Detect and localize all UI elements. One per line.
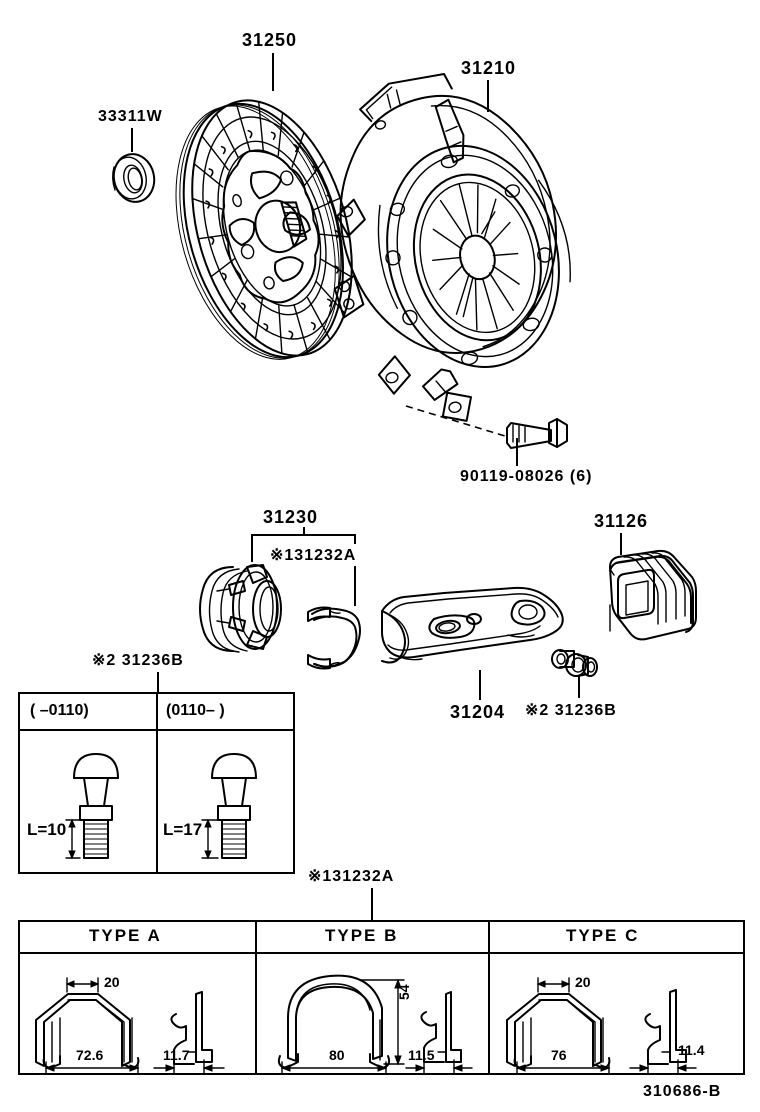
part-label-31250: 31250 — [242, 30, 298, 50]
clip-type-header-c: TYPE C — [566, 926, 640, 945]
clip-a-dim-width: 72.6 — [76, 1047, 104, 1063]
clip-b-dim-height: 54 — [396, 984, 412, 1000]
clip-a-dim-side: 11.7 — [163, 1047, 190, 1063]
boot-drawing — [609, 549, 697, 641]
part-label-31236b-right: ※2 31236B — [525, 702, 617, 719]
part-label-31204: 31204 — [450, 702, 506, 722]
pin-table-header-rule — [18, 729, 295, 731]
clutch-cover-drawing — [333, 73, 571, 422]
leader-line-31204 — [479, 670, 481, 700]
clip-type-header-b: TYPE B — [325, 926, 399, 945]
clip-table-divider-1 — [255, 920, 257, 1075]
part-label-bolt: 90119-08026 (6) — [460, 468, 593, 485]
clip-b-dim-side: 11.5 — [408, 1047, 435, 1063]
bearing-clip-drawing — [307, 606, 361, 670]
pin-drawing-col1 — [65, 753, 119, 860]
clip-type-table — [18, 920, 745, 1075]
release-bearing-drawing — [199, 564, 282, 653]
clip-drawing-type-a — [35, 977, 225, 1075]
leader-line-31250 — [272, 53, 274, 91]
leader-line-31236b-right — [578, 676, 580, 698]
leader-line-31230 — [303, 527, 305, 535]
part-label-131232a: ※131232A — [270, 547, 357, 564]
clip-drawing-type-b — [277, 974, 473, 1075]
leader-line-bolt — [516, 438, 518, 466]
bushing-drawing — [112, 153, 156, 203]
clutch-disc-drawing — [175, 99, 353, 360]
pin-range-col1: ( –0110) — [30, 702, 89, 719]
clip-c-dim-top: 20 — [575, 974, 591, 990]
clip-table-title-leader — [371, 888, 373, 920]
pin-length-col1: L=10 — [27, 820, 67, 839]
clip-table-header-rule — [18, 952, 745, 954]
diagram-id: 310686-B — [643, 1083, 722, 1100]
pin-range-col2: (0110– ) — [166, 702, 225, 719]
clip-table-title: ※131232A — [308, 868, 395, 885]
leader-line-31126 — [620, 533, 622, 555]
leader-line-31210 — [487, 80, 489, 112]
leader-line-33311w — [131, 128, 133, 152]
pin-length-col2: L=17 — [163, 820, 203, 839]
clip-b-dim-width: 80 — [329, 1047, 345, 1063]
bracket-tick-right-31230 — [354, 534, 356, 544]
bracket-line-31230 — [251, 534, 356, 536]
release-fork-drawing — [381, 586, 564, 664]
pin-drawing-col2 — [201, 753, 257, 860]
leader-line-131232a — [354, 566, 356, 606]
pin-table-title: ※2 31236B — [92, 652, 184, 669]
part-label-31230: 31230 — [263, 507, 319, 527]
clip-type-header-a: TYPE A — [89, 926, 162, 945]
pin-table-title-leader — [157, 672, 159, 692]
support-pin-right-drawing — [551, 649, 598, 677]
part-label-33311w: 33311W — [98, 108, 163, 125]
clip-a-dim-top: 20 — [104, 974, 120, 990]
part-label-31126: 31126 — [594, 511, 649, 531]
part-label-31210: 31210 — [461, 58, 517, 78]
clip-drawing-type-c — [506, 977, 697, 1075]
bracket-tick-left-31230 — [251, 534, 253, 562]
pin-table-divider — [156, 692, 158, 874]
clip-c-dim-width: 76 — [551, 1047, 567, 1063]
clip-c-dim-side: 11.4 — [678, 1042, 705, 1058]
bolt-drawing — [405, 405, 568, 449]
clip-table-divider-2 — [488, 920, 490, 1075]
